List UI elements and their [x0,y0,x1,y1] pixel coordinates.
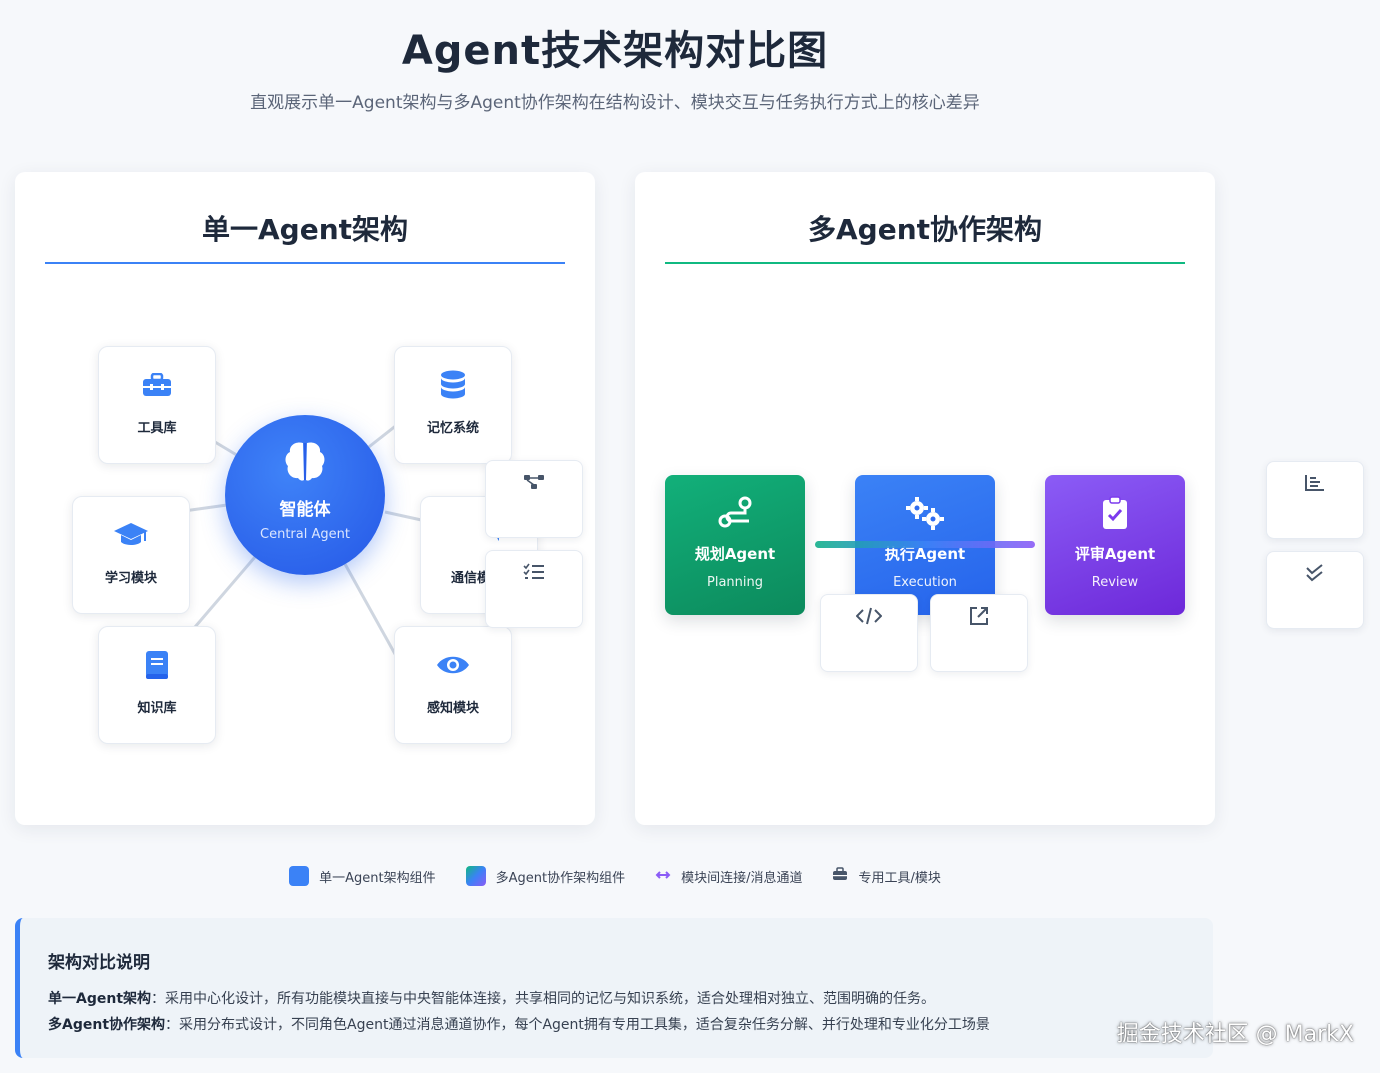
legend: 单一Agent架构组件 多Agent协作架构组件 模块间连接/消息通道 专用工具… [0,866,1230,886]
module-learning[interactable]: 学习模块 [72,496,190,614]
legend-item-multi: 多Agent协作架构组件 [465,866,626,886]
module-label: 工具库 [137,421,177,436]
module-label: 知识库 [137,701,177,716]
toolbox-icon [142,372,172,401]
agent-name: 规划Agent [694,545,776,563]
graduation-cap-icon [113,521,149,553]
tool-card-workflow[interactable] [485,460,583,538]
note-multi: 多Agent协作架构：采用分布式设计，不同角色Agent通过消息通道协作，每个A… [48,1014,990,1034]
module-perception[interactable]: 感知模块 [394,626,512,744]
gears-icon [904,496,946,534]
double-check-icon [1304,564,1326,586]
agent-name: 评审Agent [1074,545,1156,563]
module-label: 感知模块 [426,701,479,716]
toolbox-icon [832,867,848,885]
planning-agent-card[interactable]: 规划Agent Planning [665,475,805,615]
database-icon [440,370,466,404]
module-knowledge[interactable]: 知识库 [98,626,216,744]
legend-item-single: 单一Agent架构组件 [289,866,436,886]
checklist-icon [523,563,545,585]
route-icon [717,495,753,535]
multi-agent-title: 多Agent协作架构 [807,213,1043,246]
note-single: 单一Agent架构：采用中心化设计，所有功能模块直接与中央智能体连接，共享相同的… [48,988,935,1008]
comparison-notes: 架构对比说明 单一Agent架构：采用中心化设计，所有功能模块直接与中央智能体连… [15,918,1213,1058]
legend-label: 多Agent协作架构组件 [495,870,626,886]
bar-chart-icon [1304,474,1326,496]
agent-name: 执行Agent [884,545,966,563]
legend-swatch-gradient [465,866,486,886]
legend-label: 单一Agent架构组件 [319,870,436,886]
brain-icon [283,440,327,486]
page-title: Agent技术架构对比图 [401,28,829,74]
agent-role: Execution [893,575,957,590]
tool-card-external[interactable] [930,594,1028,672]
note-single-label: 单一Agent架构 [48,991,152,1007]
arrows-horizontal-icon [655,869,671,884]
side-card-check[interactable] [1266,551,1364,629]
note-single-text: ：采用中心化设计，所有功能模块直接与中央智能体连接，共享相同的记忆与知识系统，适… [151,991,936,1007]
notes-title: 架构对比说明 [48,953,150,973]
note-multi-text: ：采用分布式设计，不同角色Agent通过消息通道协作，每个Agent拥有专用工具… [165,1017,990,1033]
side-card-chart[interactable] [1266,461,1364,539]
legend-label: 模块间连接/消息通道 [681,870,803,886]
agent-role: Planning [707,575,763,590]
agent-role: Review [1091,575,1139,590]
central-agent-subtitle: Central Agent [260,527,350,542]
module-label: 学习模块 [104,571,157,586]
review-agent-card[interactable]: 评审Agent Review [1045,475,1185,615]
legend-swatch-blue [289,866,310,886]
single-agent-divider [45,262,565,264]
eye-icon [436,653,470,681]
single-agent-title: 单一Agent架构 [201,213,409,246]
module-toolbox[interactable]: 工具库 [98,346,216,464]
message-channel [815,541,1035,548]
central-agent-name: 智能体 [279,500,331,520]
external-link-icon [968,605,990,631]
legend-item-channel: 模块间连接/消息通道 [655,866,802,886]
workflow-nodes-icon [523,473,545,495]
module-label: 记忆系统 [426,421,479,436]
legend-item-tool: 专用工具/模块 [832,866,941,886]
multi-agent-divider [665,262,1185,264]
code-icon [855,607,883,629]
legend-label: 专用工具/模块 [858,870,941,886]
single-agent-panel: 单一Agent架构 工具库 记忆系统 学习模块 通信模 [15,172,595,825]
central-agent-node[interactable]: 智能体 Central Agent [225,415,385,575]
multi-agent-panel: 多Agent协作架构 规划Agent Planning 执行Agent Exec… [635,172,1215,825]
page-subtitle: 直观展示单一Agent架构与多Agent协作架构在结构设计、模块交互与任务执行方… [250,93,980,113]
tool-card-checklist[interactable] [485,550,583,628]
clipboard-check-icon [1101,496,1129,534]
module-label: 通信模 [451,571,491,586]
watermark: 掘金技术社区 @ MarkX [1116,1022,1354,1047]
module-memory[interactable]: 记忆系统 [394,346,512,464]
note-multi-label: 多Agent协作架构 [48,1017,166,1033]
book-icon [144,650,170,684]
tool-card-code[interactable] [820,594,918,672]
